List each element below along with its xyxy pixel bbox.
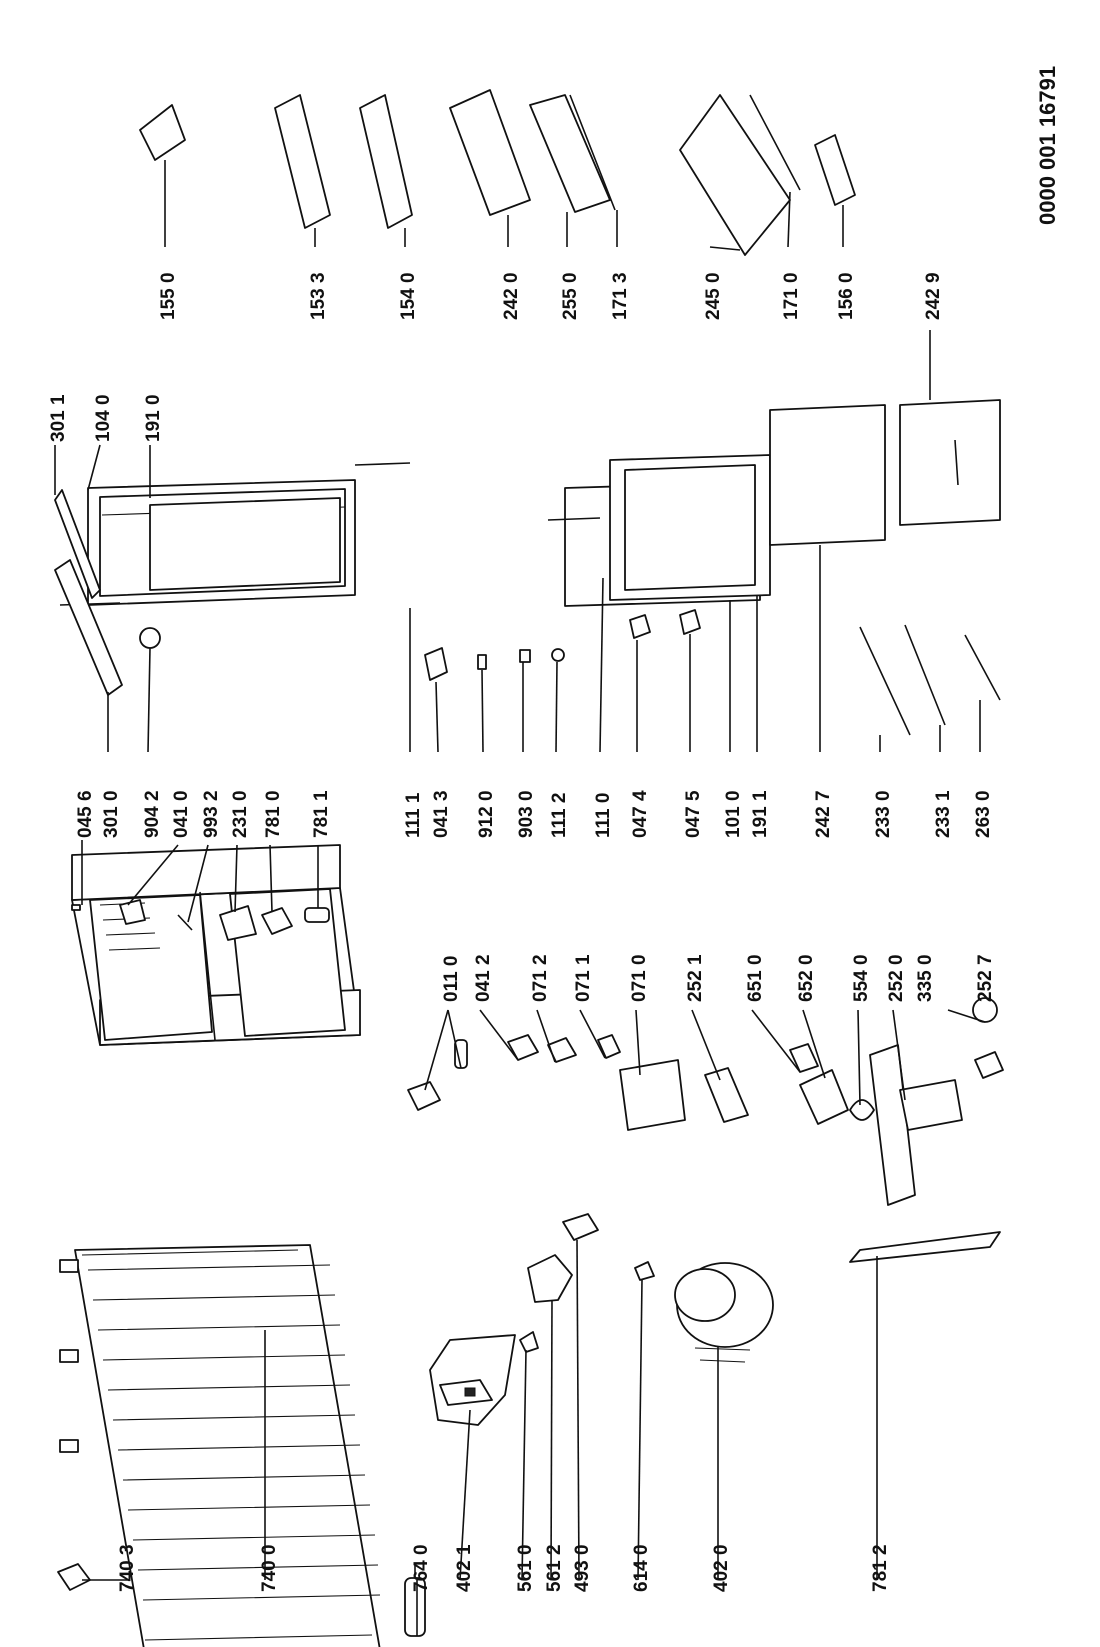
part-condenser-coil: [59, 1244, 381, 1647]
label-011-0: 011 0: [441, 956, 462, 1003]
label-781-0: 781 0: [263, 790, 284, 838]
label-614-0: 614 0: [631, 1544, 652, 1592]
label-651-0: 651 0: [745, 954, 766, 1002]
label-242-0: 242 0: [501, 272, 522, 320]
label-111-2: 111 2: [549, 793, 570, 838]
label-652-0: 652 0: [796, 954, 817, 1002]
label-191-1: 191 1: [750, 790, 771, 838]
label-493-0: 493 0: [572, 1544, 593, 1592]
leader-lines: [54, 160, 986, 1636]
label-402-1: 402 1: [454, 1544, 475, 1592]
label-171-3: 171 3: [610, 272, 631, 320]
label-154-0: 154 0: [398, 272, 419, 320]
label-764-0: 764 0: [411, 1544, 432, 1592]
label-301-1: 301 1: [48, 394, 69, 442]
label-242-9: 242 9: [923, 272, 944, 320]
part-protector: [562, 1213, 599, 1241]
label-554-0: 554 0: [851, 954, 872, 1002]
label-255-0: 255 0: [560, 272, 581, 320]
label-912-0: 912 0: [476, 790, 497, 838]
label-231-0: 231 0: [230, 790, 251, 838]
label-301-0: 301 0: [101, 790, 122, 838]
label-263-0: 263 0: [973, 790, 994, 838]
label-993-2: 993 2: [201, 790, 222, 838]
label-111-1: 111 1: [403, 792, 424, 838]
label-561-2: 561 2: [544, 1544, 565, 1592]
label-740-3: 740 3: [117, 1544, 138, 1592]
label-561-0: 561 0: [515, 1544, 536, 1592]
label-252-0: 252 0: [886, 954, 907, 1002]
label-111-0: 111 0: [593, 793, 614, 838]
part-bracket-bar: [849, 1231, 1001, 1263]
part-grommet: [634, 1261, 655, 1281]
callout-labels: 740 3 740 0 764 0 402 1 561 0 561 2 493 …: [48, 272, 996, 1592]
part-clip: [57, 1563, 91, 1591]
door-bins: [139, 89, 856, 256]
label-245-0: 245 0: [703, 272, 724, 320]
part-rails: [859, 624, 1001, 736]
label-047-5: 047 5: [683, 790, 704, 838]
label-191-0: 191 0: [143, 394, 164, 442]
part-freezer-door: [547, 454, 771, 607]
part-fridge-door: [59, 462, 411, 606]
label-252-1: 252 1: [685, 954, 706, 1002]
middle-parts: [407, 997, 1004, 1206]
label-904-2: 904 2: [142, 790, 163, 838]
small-parts: [71, 899, 330, 941]
label-171-0: 171 0: [781, 272, 802, 320]
label-104-0: 104 0: [93, 394, 114, 442]
part-cabinet: [71, 844, 361, 1046]
label-071-1: 071 1: [573, 954, 594, 1002]
label-047-4: 047 4: [630, 790, 651, 838]
label-252-7: 252 7: [975, 954, 996, 1002]
label-335-0: 335 0: [915, 954, 936, 1002]
door-hardware: [424, 609, 701, 681]
part-drawers: [769, 399, 1001, 546]
label-101-0: 101 0: [723, 790, 744, 838]
label-903-0: 903 0: [516, 790, 537, 838]
label-071-2: 071 2: [530, 954, 551, 1002]
part-relay: [519, 1331, 539, 1353]
label-233-0: 233 0: [873, 790, 894, 838]
label-781-2: 781 2: [870, 1544, 891, 1592]
label-242-7: 242 7: [813, 790, 834, 838]
part-compressor: [674, 1262, 774, 1363]
label-041-0: 041 0: [171, 790, 192, 838]
label-402-0: 402 0: [711, 1544, 732, 1592]
part-housing: [429, 1334, 516, 1426]
part-capacitor: [404, 1565, 426, 1637]
label-071-0: 071 0: [629, 954, 650, 1002]
label-156-0: 156 0: [836, 272, 857, 320]
label-233-1: 233 1: [933, 790, 954, 838]
document-code: 0000 001 16791: [1035, 66, 1060, 225]
label-781-1: 781 1: [311, 790, 332, 838]
label-041-2: 041 2: [473, 954, 494, 1002]
label-155-0: 155 0: [158, 272, 179, 320]
part-starter: [527, 1254, 573, 1303]
trim-bars: [54, 489, 161, 696]
label-153-3: 153 3: [308, 272, 329, 320]
label-045-6: 045 6: [75, 790, 96, 838]
label-740-0: 740 0: [259, 1544, 280, 1592]
label-041-3: 041 3: [431, 790, 452, 838]
